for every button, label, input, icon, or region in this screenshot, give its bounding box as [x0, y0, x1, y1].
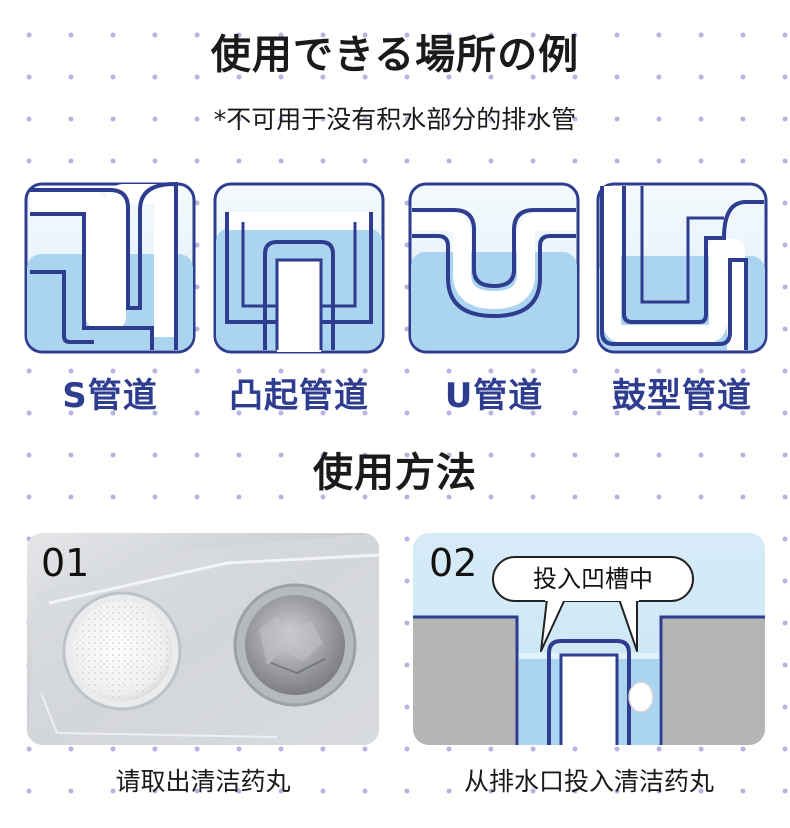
s-pipe-icon	[24, 182, 196, 354]
page-title: 使用できる場所の例	[210, 32, 580, 78]
step-01-number: 01	[41, 541, 90, 585]
drum-pipe-label: 鼓型管道	[612, 376, 752, 416]
s-pipe-label: S管道	[62, 376, 158, 416]
step-02-callout: 投入凹槽中	[533, 565, 653, 593]
raised-pipe-label: 凸起管道	[229, 376, 369, 416]
step-01-image: 01	[27, 533, 379, 745]
raised-pipe-icon	[213, 182, 385, 354]
usage-note: *不可用于没有积水部分的排水管	[213, 105, 577, 134]
usage-title: 使用方法	[313, 450, 477, 496]
step-01-caption: 请取出清洁药丸	[115, 767, 291, 796]
step-02-image: 02 投入凹槽中	[413, 533, 765, 745]
u-pipe-label: U管道	[444, 376, 544, 416]
step-02-number: 02	[429, 541, 478, 585]
drum-pipe-icon	[596, 182, 768, 354]
step-02-caption: 从排水口投入清洁药丸	[463, 767, 714, 796]
u-pipe-icon	[408, 182, 580, 354]
